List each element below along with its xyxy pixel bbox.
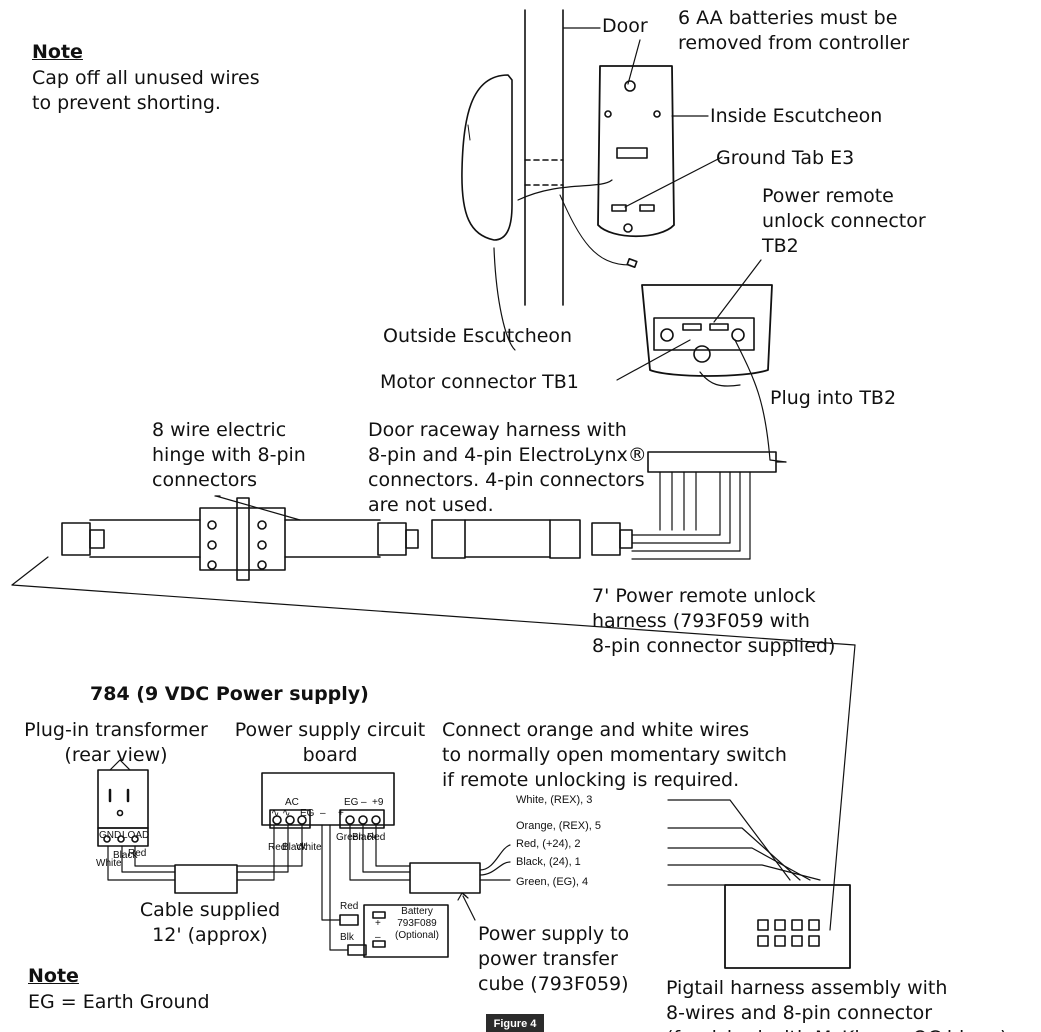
out-red-label: Red [367, 832, 386, 843]
raceway-label: Door raceway harness with 8-pin and 4-pi… [368, 419, 647, 516]
controller-board [616, 259, 773, 461]
board-black-label: Black [282, 842, 307, 853]
main-harness [61, 451, 787, 581]
leader-lines [11, 495, 856, 931]
supply-cable [107, 824, 303, 894]
wire-item: Red, (+24), 2 [516, 838, 581, 850]
out-black-label: Black [352, 832, 377, 843]
battery-plus: + [375, 918, 381, 929]
circuit-board-label: Power supply circuit board [234, 719, 426, 766]
board-minus: – [320, 808, 326, 819]
load-label: LOAD [122, 830, 150, 841]
door-label: Door [602, 15, 648, 37]
note-body: Cap off all unused wires to prevent shor… [32, 67, 260, 114]
door-edge [524, 9, 601, 306]
wire-item: Black, (24), 1 [516, 856, 581, 868]
wire-item: Green, (EG), 4 [516, 876, 589, 888]
battery-blk-label: Blk [340, 932, 354, 943]
motor-connector-label: Motor connector TB1 [380, 371, 579, 393]
plug-in-transformer [97, 759, 149, 847]
minus-label: – [361, 797, 367, 808]
power-supply-board [261, 772, 449, 958]
ac-label: AC [285, 797, 299, 808]
note-body-bottom: EG = Earth Ground [28, 991, 210, 1013]
hinge-label: 8 wire electric hinge with 8-pin connect… [152, 419, 306, 491]
tb2-connector-label: Power remote unlock connector TB2 [762, 185, 926, 257]
plug-tb2-label: Plug into TB2 [770, 387, 897, 409]
note-title-bottom: Note [28, 965, 79, 987]
cable-label: Cable supplied 12' (approx) [139, 899, 281, 946]
gnd-label: GND [99, 830, 122, 841]
wire-black-label: Black [113, 850, 138, 861]
pigtail-harness [667, 799, 851, 969]
battery-red-label: Red [340, 901, 359, 912]
plus9-label: +9 [372, 797, 384, 808]
outside-escutcheon-label: Outside Escutcheon [383, 325, 573, 347]
wire-white-label: White [96, 858, 122, 869]
inside-escutcheon-label: Inside Escutcheon [710, 105, 883, 127]
battery-minus: – [375, 932, 381, 943]
remote-harness-label: 7' Power remote unlock harness (793F059 … [592, 585, 836, 657]
wire-red-label: Red [128, 848, 147, 859]
board-plus: + [338, 808, 344, 819]
battery-label: Battery 793F089 (Optional) [395, 906, 439, 941]
batteries-label: 6 AA batteries must be removed from cont… [678, 7, 910, 54]
eg-out-label: EG [344, 797, 359, 808]
board-red-label: Red [268, 842, 287, 853]
transformer-label: Plug-in transformer (rear view) [24, 719, 208, 766]
wire-item: Orange, (REX), 5 [516, 820, 601, 832]
ac-wave-icon: ∿ ∿ [271, 808, 291, 819]
out-green-label: Green [336, 832, 364, 843]
board-white-label: White [296, 842, 322, 853]
wire-item: White, (REX), 3 [516, 794, 593, 806]
power-supply-title: 784 (9 VDC Power supply) [90, 683, 369, 705]
pigtail-label: Pigtail harness assembly with 8-wires an… [666, 977, 1007, 1032]
eg-label: EG [300, 808, 315, 819]
outside-escutcheon [461, 74, 638, 351]
inside-escutcheon [597, 39, 723, 238]
ground-tab-label: Ground Tab E3 [716, 147, 855, 169]
note-title: Note [32, 41, 83, 63]
figure-badge: Figure 4 [486, 1014, 544, 1032]
switch-note-label: Connect orange and white wires to normal… [442, 719, 787, 791]
output-cable [349, 823, 511, 921]
transfer-cube-label: Power supply to power transfer cube (793… [478, 923, 630, 995]
